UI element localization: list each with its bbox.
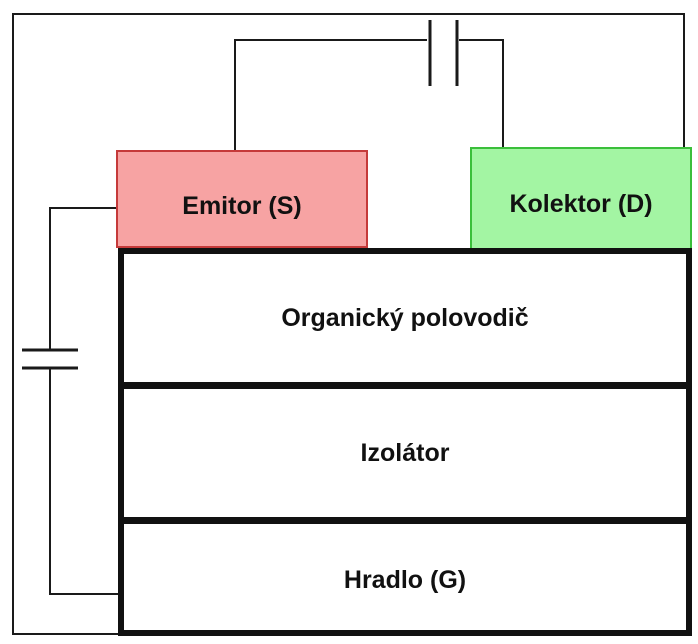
layer-divider xyxy=(124,382,686,389)
insulator-label: Izolátor xyxy=(360,438,450,467)
collector-label: Kolektor (D) xyxy=(509,190,653,218)
emitter-label: Emitor (S) xyxy=(182,191,302,220)
semiconductor-label: Organický polovodič xyxy=(281,303,529,332)
semiconductor-layer: Organický polovodič xyxy=(124,254,686,382)
gate-label: Hradlo (G) xyxy=(343,565,467,594)
layer-divider xyxy=(124,517,686,524)
emitter-box: Emitor (S) xyxy=(116,150,368,248)
layer-stack: Organický polovodič Izolátor Hradlo (G) xyxy=(118,248,692,636)
collector-box: Kolektor (D) xyxy=(470,147,692,250)
insulator-layer: Izolátor xyxy=(124,389,686,517)
gate-layer: Hradlo (G) xyxy=(124,524,686,636)
